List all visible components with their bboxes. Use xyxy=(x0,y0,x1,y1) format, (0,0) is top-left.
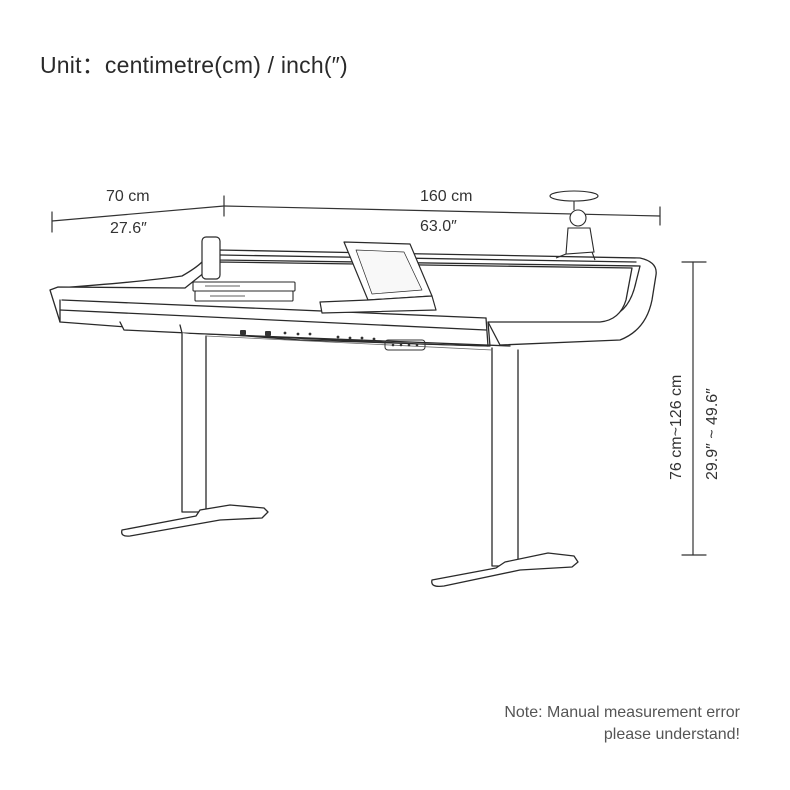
note-line-2: please understand! xyxy=(603,726,740,743)
right-foot xyxy=(431,552,579,588)
clamp-post xyxy=(201,236,221,280)
width-cm-label: 160 cm xyxy=(420,188,473,205)
left-leg xyxy=(181,332,207,513)
height-inch-label: 29.9″ ~ 49.6″ xyxy=(704,388,721,480)
width-dimension-line xyxy=(223,205,661,226)
note-line-1: Note: Manual measurement error xyxy=(504,704,740,721)
figurine xyxy=(549,190,599,261)
note: Note: Manual measurement error please un… xyxy=(504,702,740,746)
books xyxy=(192,281,296,302)
control-buttons xyxy=(240,330,426,351)
height-dimension-line xyxy=(681,261,707,556)
laptop xyxy=(319,241,437,314)
left-foot xyxy=(121,504,269,537)
height-cm-label: 76 cm~126 cm xyxy=(668,374,685,480)
depth-inch-label: 27.6″ xyxy=(110,220,147,237)
width-inch-label: 63.0″ xyxy=(420,218,457,235)
right-leg xyxy=(491,347,519,567)
unit-title: Unit：centimetre(cm) / inch(″) xyxy=(40,52,348,78)
depth-cm-label: 70 cm xyxy=(106,188,150,205)
